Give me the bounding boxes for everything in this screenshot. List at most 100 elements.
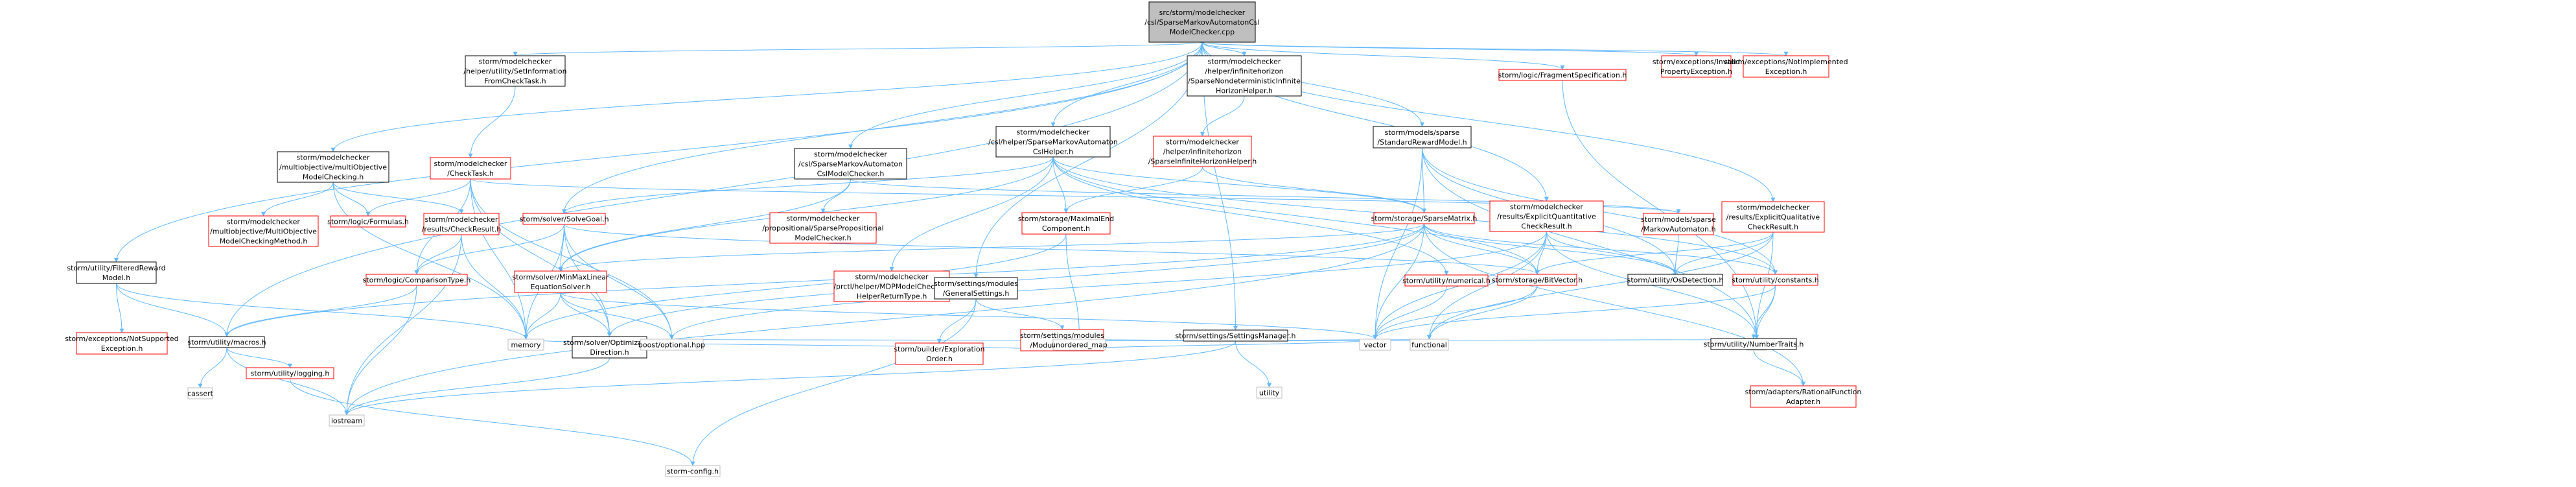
node-label: Exception.h bbox=[101, 344, 143, 353]
dependency-edge bbox=[1201, 42, 1699, 56]
dependency-edge bbox=[470, 178, 612, 337]
file-node[interactable]: storm/solver/SolveGoal.h bbox=[519, 213, 609, 225]
node-label: storm/modelchecker bbox=[425, 215, 498, 224]
node-label: storm/logic/FragmentSpecification.h bbox=[1498, 71, 1627, 80]
file-node[interactable]: storm/modelchecker/multiobjective/multiO… bbox=[277, 151, 389, 183]
file-node[interactable]: storm/modelchecker/csl/SparseMarkovAutom… bbox=[794, 148, 907, 180]
dependency-edge bbox=[331, 42, 1203, 152]
file-node[interactable]: storm/utility/NumberTraits.h bbox=[1704, 338, 1804, 350]
file-node[interactable]: storm/modelchecker/results/ExplicitQuant… bbox=[1489, 200, 1604, 232]
file-node[interactable]: storm/modelchecker/results/CheckResult.h bbox=[422, 213, 502, 235]
node-label: unordered_map bbox=[1051, 341, 1108, 350]
dependency-edge bbox=[690, 298, 977, 466]
dependency-edge bbox=[848, 42, 1203, 149]
dependency-edge bbox=[975, 298, 1065, 330]
node-label: storm/utility/FilteredReward bbox=[67, 264, 165, 272]
node-box bbox=[1153, 136, 1252, 167]
node-label: storm/modelchecker bbox=[297, 154, 370, 162]
dependency-edge bbox=[116, 283, 528, 340]
node-box bbox=[572, 336, 647, 359]
node-label: storm/storage/SparseMatrix.h bbox=[1371, 215, 1478, 223]
node-label: storm/modelchecker bbox=[787, 215, 860, 223]
file-node[interactable]: storm/exceptions/NotImplementedException… bbox=[1724, 55, 1848, 78]
node-label: storm/models/sparse bbox=[1641, 215, 1716, 224]
file-node[interactable]: storm/modelchecker/csl/helper/SparseMark… bbox=[988, 126, 1118, 158]
file-node[interactable]: storm/modelchecker/helper/infinitehorizo… bbox=[1187, 55, 1302, 97]
file-node: cassert bbox=[187, 387, 214, 399]
dependency-edge bbox=[116, 283, 124, 333]
node-label: storm/models/sparse bbox=[1385, 128, 1460, 137]
node-label: storm-config.h bbox=[667, 468, 719, 476]
file-node[interactable]: storm/exceptions/InvalidPropertyExceptio… bbox=[1653, 55, 1740, 78]
file-node[interactable]: storm/storage/BitVector.h bbox=[1492, 274, 1583, 286]
node-label: Direction.h bbox=[590, 348, 629, 357]
node-box bbox=[895, 342, 984, 365]
file-node[interactable]: storm/solver/MinMaxLinearEquationSolver.… bbox=[513, 270, 609, 293]
file-node[interactable]: storm/modelchecker/multiobjective/MultiO… bbox=[208, 215, 319, 247]
dependency-edge bbox=[562, 156, 1054, 214]
node-label: /csl/SparseMarkovAutomaton bbox=[798, 160, 903, 169]
dependency-edge bbox=[1673, 232, 1774, 275]
file-node[interactable]: storm/utility/macros.h bbox=[187, 336, 266, 348]
file-node[interactable]: storm/utility/numerical.h bbox=[1402, 274, 1491, 287]
file-node[interactable]: storm/modelchecker/CheckTask.h bbox=[430, 157, 511, 180]
dependency-edge bbox=[1201, 42, 1788, 56]
node-box bbox=[1052, 339, 1106, 351]
dependency-edge bbox=[669, 231, 1547, 340]
node-box bbox=[1410, 339, 1449, 351]
dependency-edge bbox=[226, 347, 349, 416]
dependency-edge bbox=[1754, 285, 1776, 340]
file-node[interactable]: storm/logic/ComparisonType.h bbox=[363, 274, 471, 286]
node-box bbox=[76, 261, 157, 284]
file-node: vector bbox=[1359, 339, 1391, 351]
file-node[interactable]: storm/models/sparse/StandardRewardModel.… bbox=[1373, 126, 1472, 148]
node-box bbox=[665, 465, 721, 477]
node-label: storm/logic/Formulas.h bbox=[327, 218, 409, 226]
file-node[interactable]: storm/modelchecker/results/ExplicitQuali… bbox=[1721, 201, 1825, 233]
node-label: boost/optional.hpp bbox=[638, 341, 705, 350]
file-node[interactable]: storm/modelchecker/helper/infinitehorizo… bbox=[1148, 136, 1257, 167]
dependency-edge bbox=[1235, 340, 1271, 388]
file-node[interactable]: storm/utility/constants.h bbox=[1732, 274, 1819, 286]
file-node[interactable]: storm/settings/modules/GeneralSettings.h bbox=[934, 277, 1018, 300]
file-node[interactable]: storm/storage/SparseMatrix.h bbox=[1371, 212, 1478, 224]
dependency-edge bbox=[226, 347, 292, 368]
node-box bbox=[514, 270, 607, 293]
file-node[interactable]: storm/models/sparse/MarkovAutomaton.h bbox=[1641, 213, 1716, 235]
dependency-edge bbox=[344, 234, 462, 416]
file-node[interactable]: storm/utility/logging.h bbox=[246, 367, 334, 379]
node-label: storm/builder/Exploration bbox=[894, 345, 984, 353]
file-node[interactable]: storm/logic/Formulas.h bbox=[327, 215, 409, 228]
file-node: unordered_map bbox=[1051, 339, 1108, 351]
node-label: storm/utility/NumberTraits.h bbox=[1704, 340, 1804, 349]
node-label: /SparseInfiniteHorizonHelper.h bbox=[1148, 158, 1257, 166]
root-file-node[interactable]: src/storm/modelchecker/csl/SparseMarkovA… bbox=[1144, 1, 1260, 43]
dependency-edge bbox=[1052, 156, 1449, 276]
file-node: iostream bbox=[329, 414, 365, 427]
file-node[interactable]: storm/settings/SettingsManager.h bbox=[1176, 329, 1296, 342]
dependency-edge bbox=[1535, 232, 1774, 275]
node-label: storm/exceptions/NotSupported bbox=[65, 335, 178, 343]
node-box bbox=[465, 55, 566, 87]
node-label: vector bbox=[1364, 341, 1387, 350]
dependency-edge bbox=[524, 292, 561, 340]
node-label: cassert bbox=[187, 390, 214, 398]
file-node[interactable]: storm/utility/OsDetection.h bbox=[1627, 274, 1724, 286]
node-label: storm/solver/SolveGoal.h bbox=[519, 215, 609, 224]
file-node[interactable]: storm/modelchecker/prctl/helper/MDPModel… bbox=[833, 270, 950, 302]
node-label: /GeneralSettings.h bbox=[943, 289, 1010, 298]
dependency-edge bbox=[332, 182, 464, 214]
node-label: /csl/SparseMarkovAutomatonCsl bbox=[1144, 18, 1259, 27]
file-node[interactable]: storm/logic/FragmentSpecification.h bbox=[1498, 69, 1627, 81]
file-node[interactable]: storm/modelchecker/helper/utility/SetInf… bbox=[463, 55, 567, 87]
node-box bbox=[640, 339, 704, 351]
node-box bbox=[423, 213, 500, 235]
file-node[interactable]: storm/modelchecker/propositional/SparseP… bbox=[762, 212, 884, 244]
node-box bbox=[208, 215, 319, 247]
